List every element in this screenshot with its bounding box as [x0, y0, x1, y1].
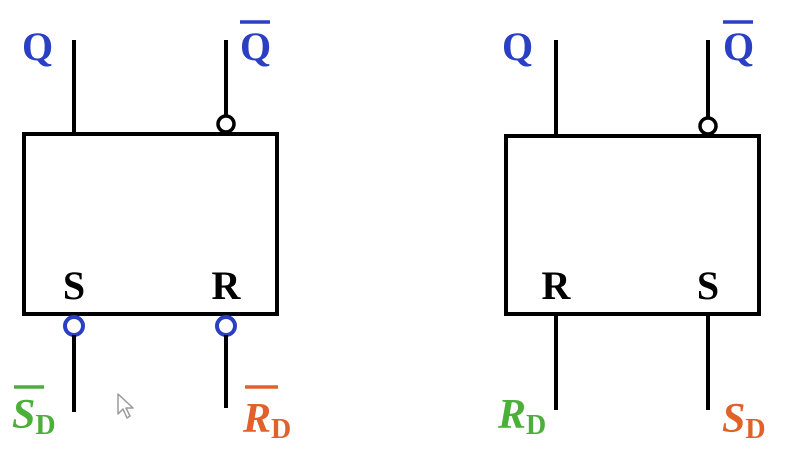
right-rd-sub: D: [526, 410, 546, 441]
left-rd-sub: D: [271, 414, 291, 445]
right-output-q-label: Q: [502, 24, 533, 69]
right-output-qbar-label: Q: [723, 24, 754, 69]
right-block-box: [504, 134, 761, 316]
left-pin-s-label: S: [63, 263, 85, 308]
right-sd-sub: D: [745, 414, 765, 445]
left-pin-r-label: R: [212, 263, 242, 308]
right-flip-flop: R S Q Q RD SD: [497, 20, 766, 445]
left-output-qbar-label: Q: [240, 24, 271, 69]
left-r-input-bubble: [215, 315, 237, 337]
right-sd-label: SD: [722, 396, 766, 445]
left-rd-main: R: [242, 396, 271, 442]
left-sd-label: SD: [12, 392, 56, 441]
left-sd-sub: D: [35, 410, 55, 441]
right-pin-r-label: R: [542, 263, 572, 308]
mouse-pointer-icon: [117, 393, 134, 419]
left-block-box: [22, 132, 279, 316]
right-sd-main: S: [722, 396, 745, 442]
left-flip-flop: S R Q Q SD RD: [12, 20, 291, 445]
left-sd-main: S: [12, 392, 35, 438]
right-rd-main: R: [497, 392, 526, 438]
left-s-input-bubble: [63, 315, 85, 337]
left-rd-label: RD: [242, 396, 291, 445]
left-output-q-label: Q: [22, 24, 53, 69]
right-pin-s-label: S: [697, 263, 719, 308]
right-qbar-bubble: [698, 116, 718, 136]
left-qbar-bubble: [216, 114, 236, 134]
right-rd-label: RD: [497, 392, 546, 441]
